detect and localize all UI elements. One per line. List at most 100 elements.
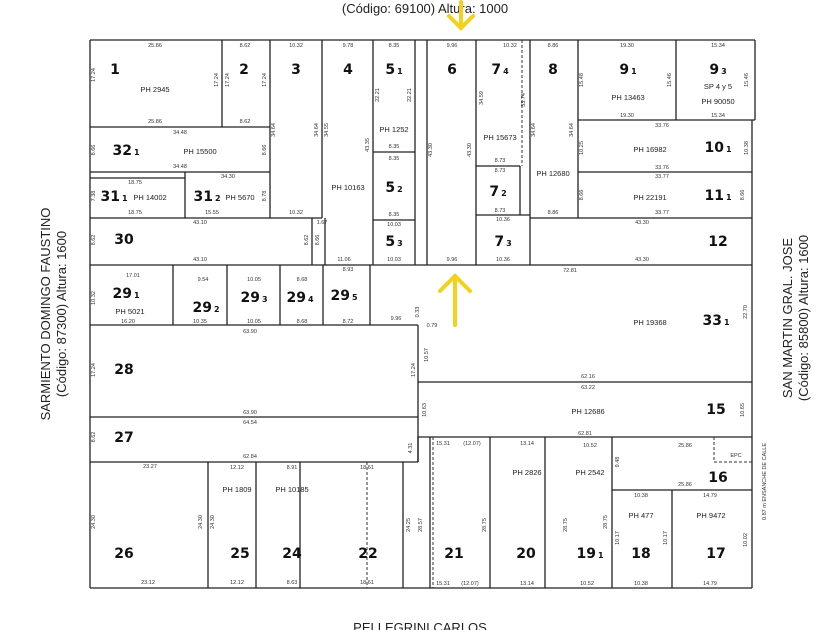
dimension-label: 15.34 <box>711 113 725 119</box>
dimension-label: 34.55 <box>324 123 330 137</box>
dimension-label: 13.14 <box>520 581 534 587</box>
parcel-number: 6 <box>447 62 457 78</box>
dimension-label: 15.31 <box>436 581 450 587</box>
dimension-label: 8.63 <box>287 580 298 586</box>
parcel-number: 12 <box>708 234 727 250</box>
dimension-label: 12.12 <box>230 465 244 471</box>
dimension-label: 12.12 <box>230 580 244 586</box>
dimension-label: 43.10 <box>193 220 207 226</box>
dimension-label: 25.86 <box>148 43 162 49</box>
dimension-label: 17.24 <box>262 73 268 87</box>
parcel[interactable]: 8 PH 12680 <box>536 62 569 178</box>
dimension-label: 10.03 <box>387 257 401 263</box>
dimension-label: 10.52 <box>580 581 594 587</box>
dimension-label: 63.22 <box>581 385 595 391</box>
parcel-number: 4 <box>343 62 353 78</box>
dimension-label: 18.75 <box>128 210 142 216</box>
parcel[interactable]: 3 <box>291 62 301 78</box>
parcel[interactable]: 6 <box>447 62 457 78</box>
dimension-label: 33.76 <box>655 123 669 129</box>
parcel[interactable]: 4PH 10163 <box>331 62 364 192</box>
parcel[interactable]: 28 <box>114 362 133 378</box>
ph-number: PH 1809 <box>222 485 251 494</box>
dimension-label: 8.72 <box>343 319 354 325</box>
street-left-name: SARMIENTO DOMINGO FAUSTINO <box>38 208 53 421</box>
dimension-label: 8.66 <box>262 145 268 156</box>
dimension-label: 62.81 <box>578 431 592 437</box>
dimension-label: 43.30 <box>467 143 473 157</box>
street-widening-note: 0.87 m ENSANCHE DE CALLE <box>762 443 768 520</box>
parcel[interactable]: 16 <box>708 470 727 486</box>
dimension-label: 28.75 <box>482 518 488 532</box>
dimension-label: 8.68 <box>297 277 308 283</box>
dimension-label: 15.46 <box>667 73 673 87</box>
dimension-label: 19.30 <box>620 43 634 49</box>
parcel[interactable]: 12 <box>708 234 727 250</box>
ph-number: PH 10185 <box>275 485 308 494</box>
dimension-label: 8.62 <box>91 432 97 443</box>
parcel[interactable]: 2 <box>239 62 249 78</box>
dimension-label: 10.03 <box>387 222 401 228</box>
parcel[interactable]: 27 <box>114 430 133 446</box>
dimension-label: 43.10 <box>193 257 207 263</box>
dimension-label: 9.96 <box>447 43 458 49</box>
dimension-label: 10.25 <box>579 141 585 155</box>
dimension-label: 33.74 <box>521 93 527 107</box>
dimension-label: 17.24 <box>225 73 231 87</box>
ph-number: PH 12680 <box>536 169 569 178</box>
dimension-label: 10.05 <box>247 319 261 325</box>
dimension-label: 24.30 <box>198 515 204 529</box>
ph-number: PH 2945 <box>140 85 169 94</box>
dimension-label: 1.67 <box>317 220 328 226</box>
dimension-label: 43.35 <box>365 138 371 152</box>
ph-number: PH 15500 <box>183 147 216 156</box>
parcel[interactable]: 21 <box>444 546 463 562</box>
dimension-label: 10.35 <box>193 319 207 325</box>
dimension-label: 17.01 <box>126 273 140 279</box>
parcel[interactable]: 26 <box>114 546 133 562</box>
dimension-label: 10.32 <box>503 43 517 49</box>
dimension-label: 33.77 <box>655 174 669 180</box>
dimension-label: 22.70 <box>743 305 749 319</box>
dimension-label: 8.86 <box>548 43 559 49</box>
parcel[interactable]: 22 <box>358 546 377 562</box>
dimension-label: 34.64 <box>569 123 575 137</box>
parcel[interactable]: 30 <box>114 232 134 248</box>
dimension-label: 8.93 <box>343 267 354 273</box>
parcel-number: 8 <box>548 62 558 78</box>
ph-number: PH 5021 <box>115 307 144 316</box>
parcel[interactable]: 1PH 2945 <box>110 62 169 94</box>
parcel-number: 16 <box>708 470 727 486</box>
